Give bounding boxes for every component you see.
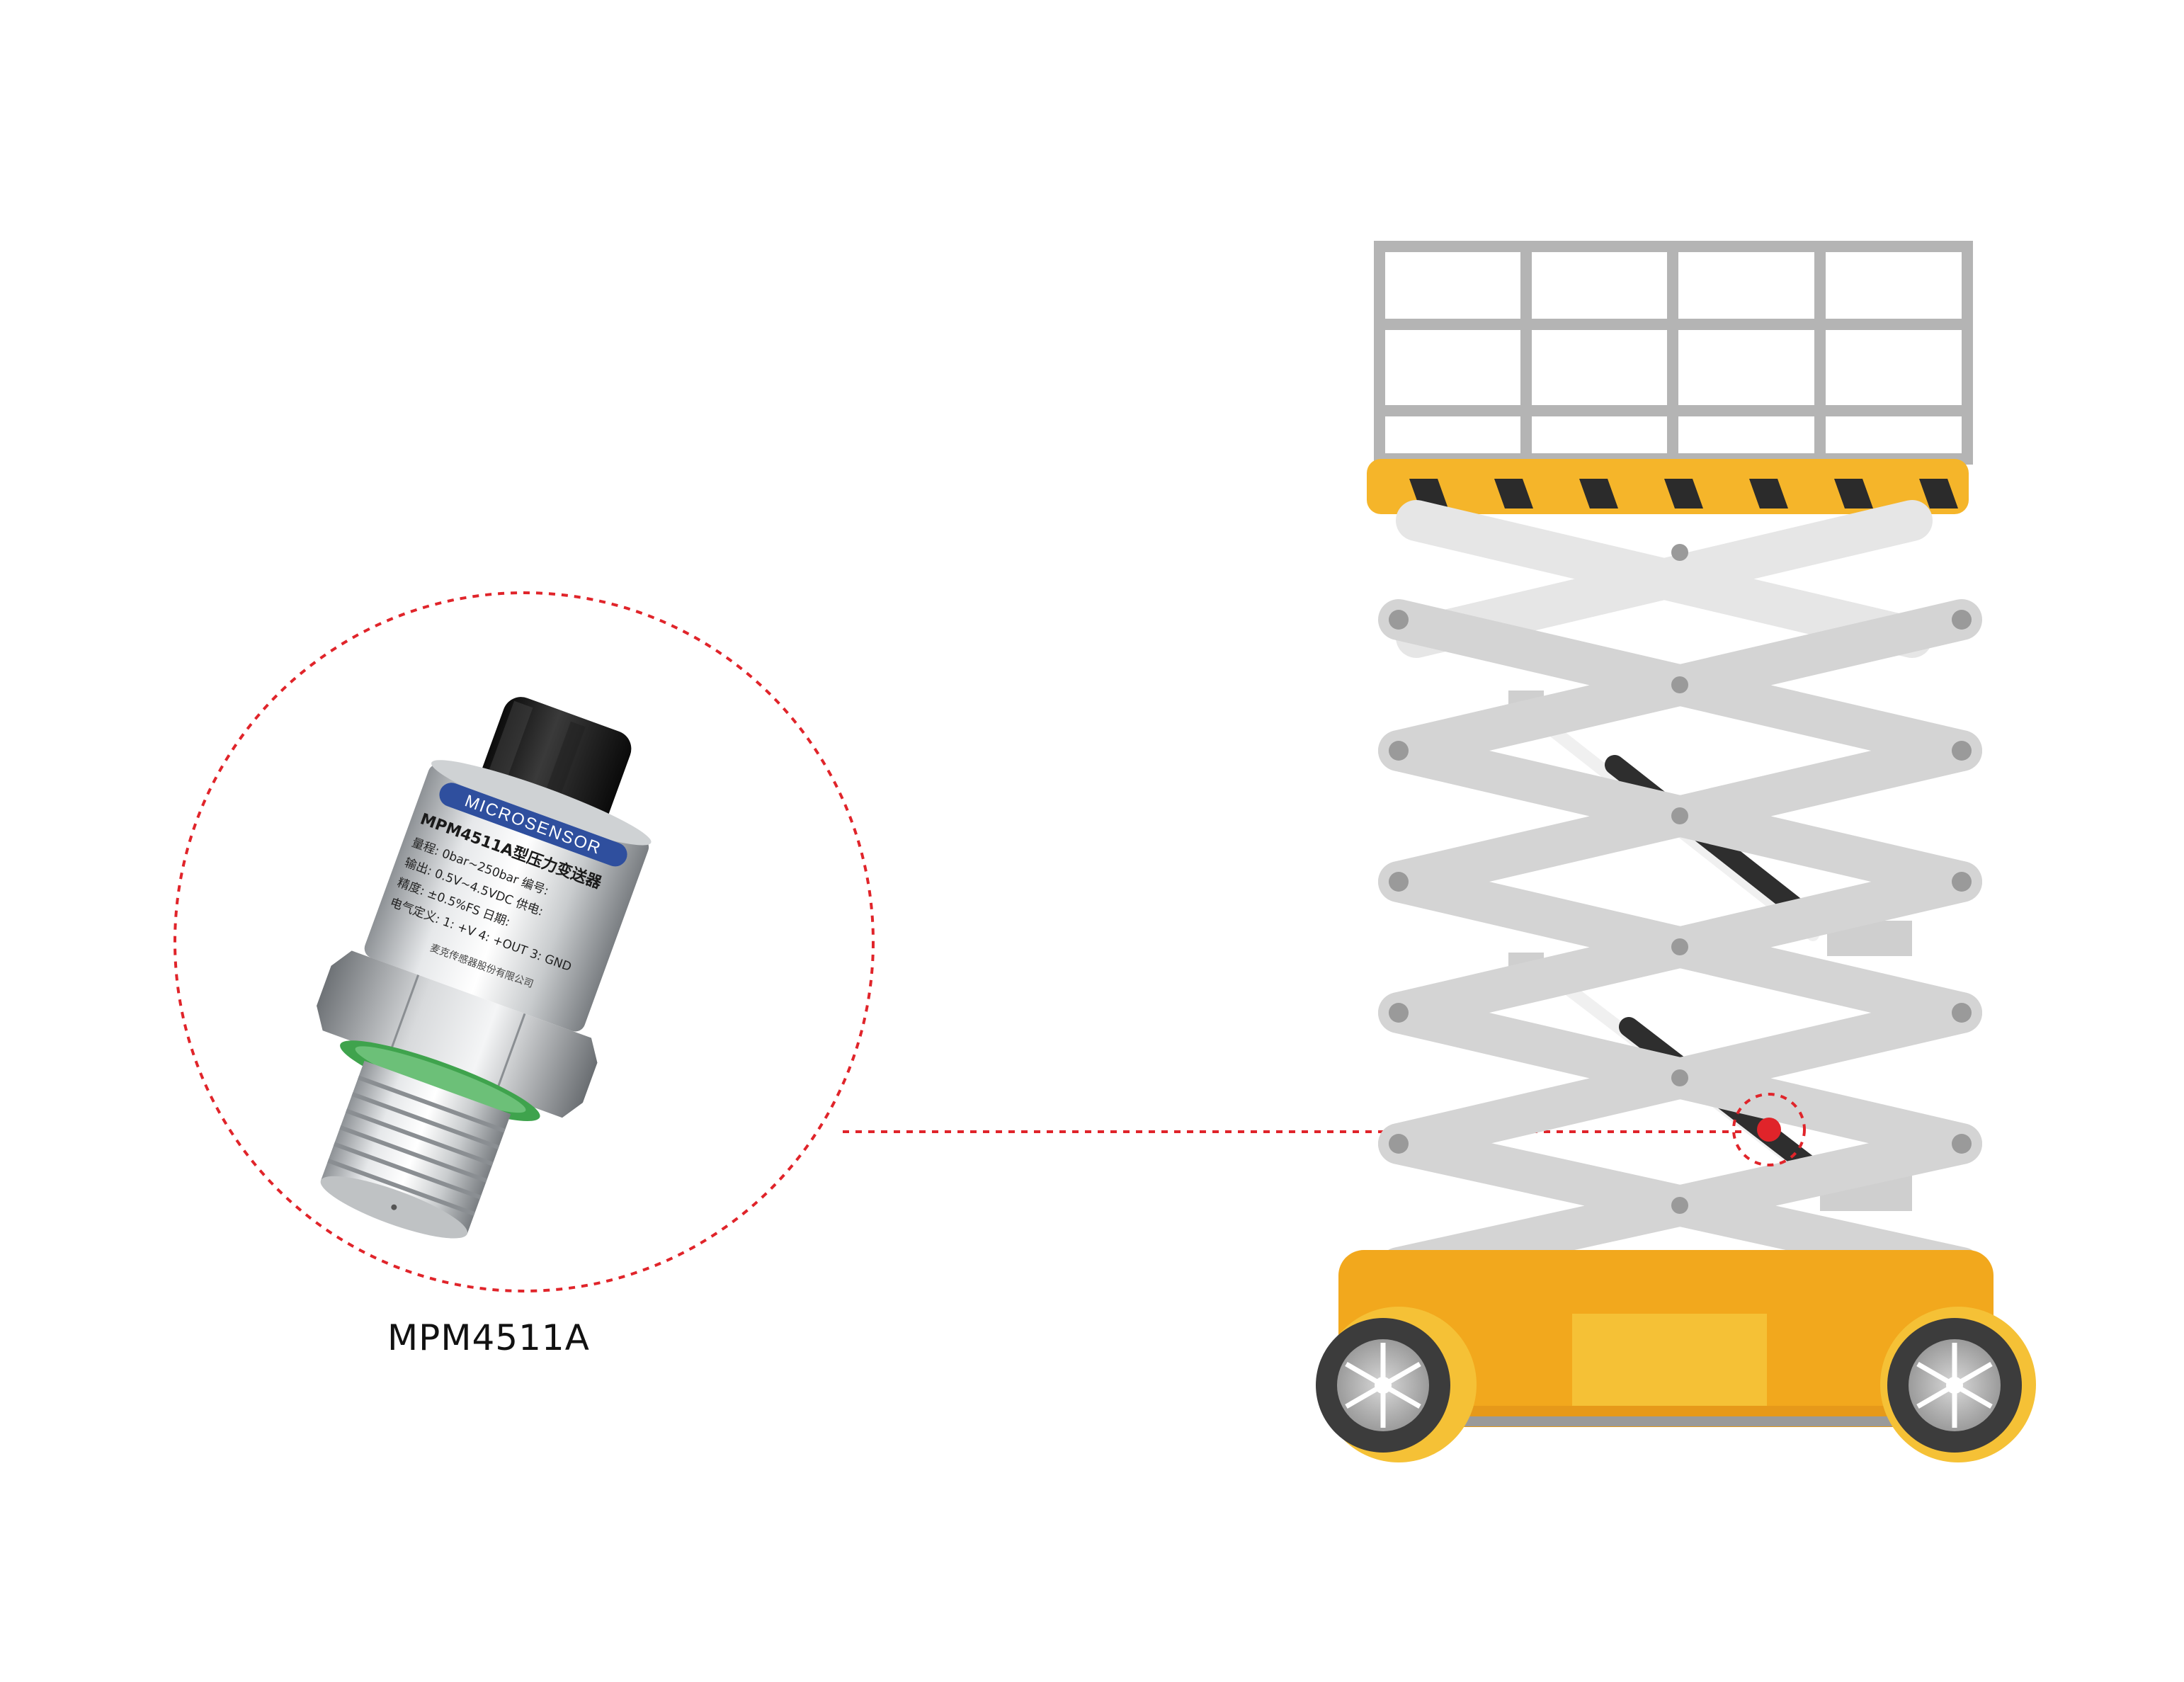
right-wheel	[1887, 1318, 2022, 1453]
product-model-caption: MPM4511A	[387, 1317, 590, 1358]
callout-circle	[174, 591, 875, 1292]
scissor-lift-illustration	[1316, 241, 2036, 1462]
base-panel	[1572, 1314, 1767, 1420]
sensor-location-marker	[1732, 1093, 1806, 1166]
guardrail	[1374, 241, 1973, 465]
scissor-pivots	[1389, 544, 1972, 1214]
platform-deck	[1367, 459, 1969, 514]
sensor-body: MICROSENSOR MPM4511A型压力变送器 量程: 0bar~250b…	[364, 760, 652, 1032]
hex-nut	[317, 950, 598, 1118]
scissor-arms-back	[1396, 500, 1933, 658]
brand-band	[439, 783, 627, 867]
threaded-port	[320, 1060, 511, 1239]
sensor-callout	[174, 591, 875, 1292]
pressure-sensor-image: MICROSENSOR MPM4511A型压力变送器 量程: 0bar~250b…	[317, 697, 652, 1239]
left-wheel	[1316, 1318, 1450, 1453]
